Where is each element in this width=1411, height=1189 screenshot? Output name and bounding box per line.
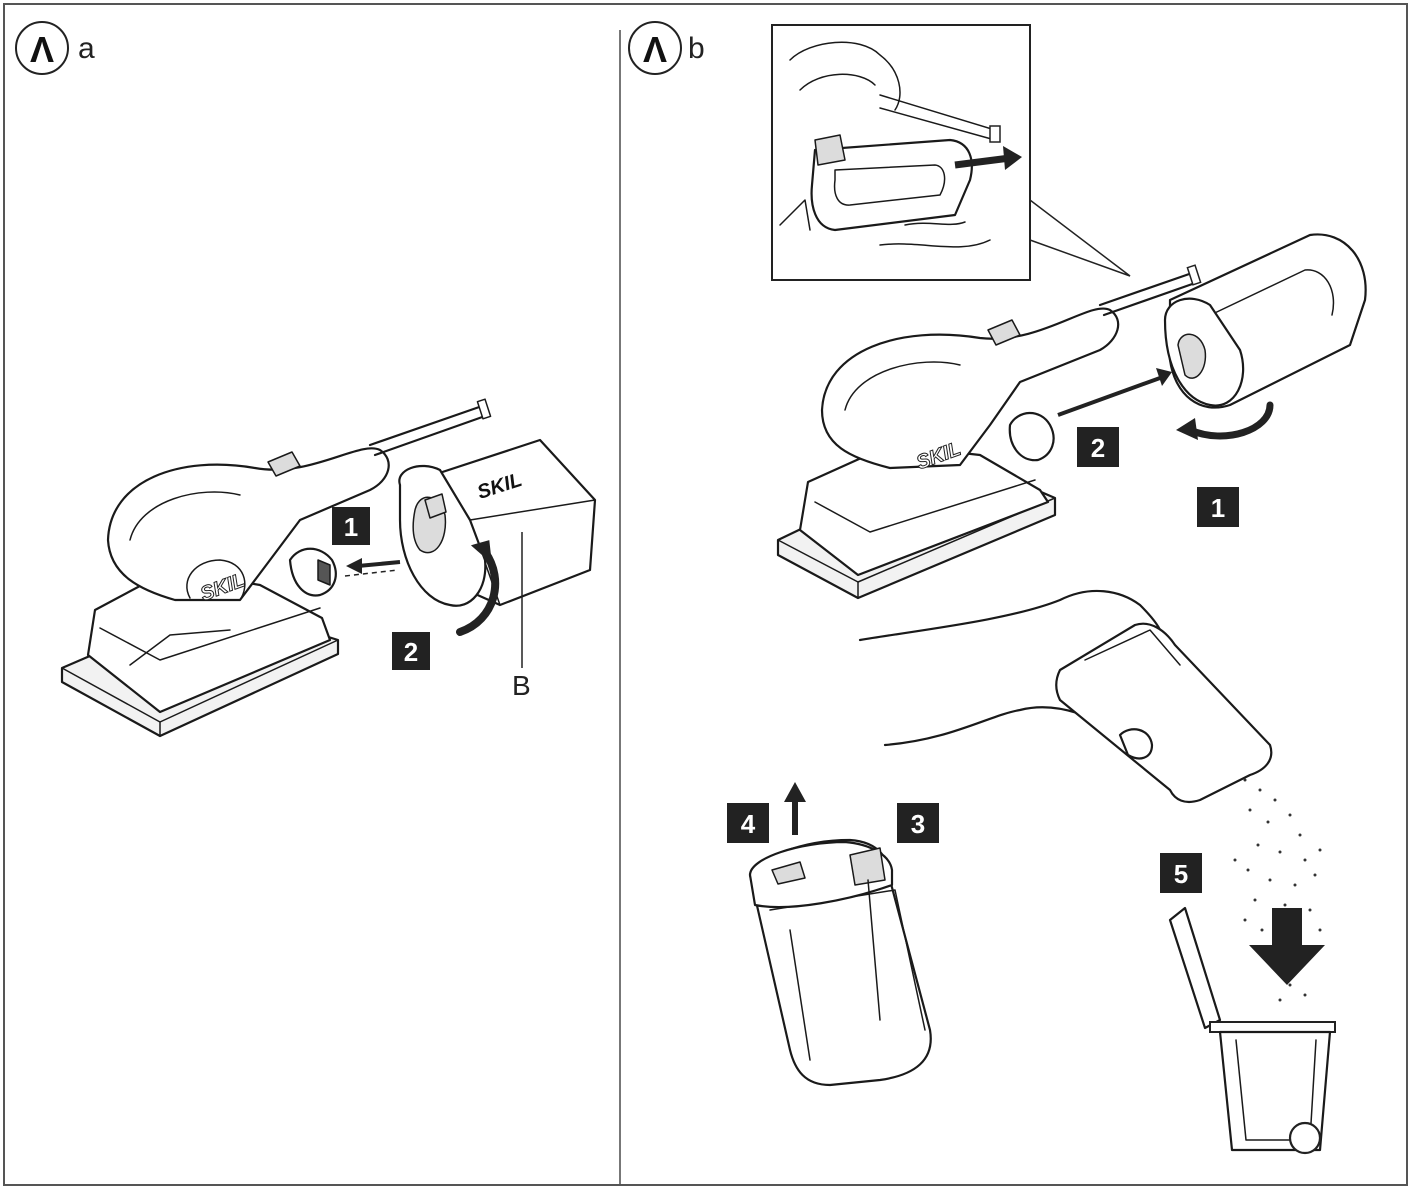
arrow-icon [954,154,1011,169]
badge-step-3-b: 3 [897,803,939,843]
svg-text:2: 2 [1091,433,1105,463]
hand-emptying-box [858,589,1325,1002]
sander-illustration-a: SKIL [60,398,492,738]
circled-caret-icon [15,21,69,75]
arrow-icon [357,560,401,568]
svg-text:3: 3 [911,809,925,839]
panel-a-letter: a [78,32,95,65]
badge-step-4-b: 4 [727,803,769,843]
panel-b-header: Λ b [628,21,705,75]
callout-label-b: B [512,670,531,701]
dust-box-b-latch [748,782,932,1087]
outer-border [3,3,1408,1186]
svg-text:5: 5 [1174,859,1188,889]
rotation-arrow-icon [1186,401,1274,440]
arrow-icon [1057,376,1161,417]
badge-step-5-b: 5 [1160,853,1202,893]
dust-box-b-removed [1057,233,1367,440]
svg-text:1: 1 [1211,493,1225,523]
sander-illustration-b: SKIL [776,264,1202,600]
arrow-icon [1249,908,1325,985]
badge-step-1-a: 1 [332,507,370,545]
inset-detail [771,24,1131,281]
badge-step-2-b: 2 [1077,427,1119,467]
panel-a: Λ a SKIL [15,21,597,738]
svg-text:1: 1 [344,512,358,542]
panel-a-symbol: Λ [30,29,54,70]
svg-text:2: 2 [404,637,418,667]
svg-text:4: 4 [741,809,756,839]
circled-caret-icon [628,21,682,75]
panel-b-symbol: Λ [643,29,667,70]
waste-bin-icon [1168,906,1336,1155]
panel-b-letter: b [688,32,705,65]
panel-a-header: Λ a [15,21,95,75]
panel-b: Λ b [628,21,1367,1155]
dust-box-a: SKIL [344,438,597,668]
badge-step-1-b: 1 [1197,487,1239,527]
badge-step-2-a: 2 [392,632,430,670]
